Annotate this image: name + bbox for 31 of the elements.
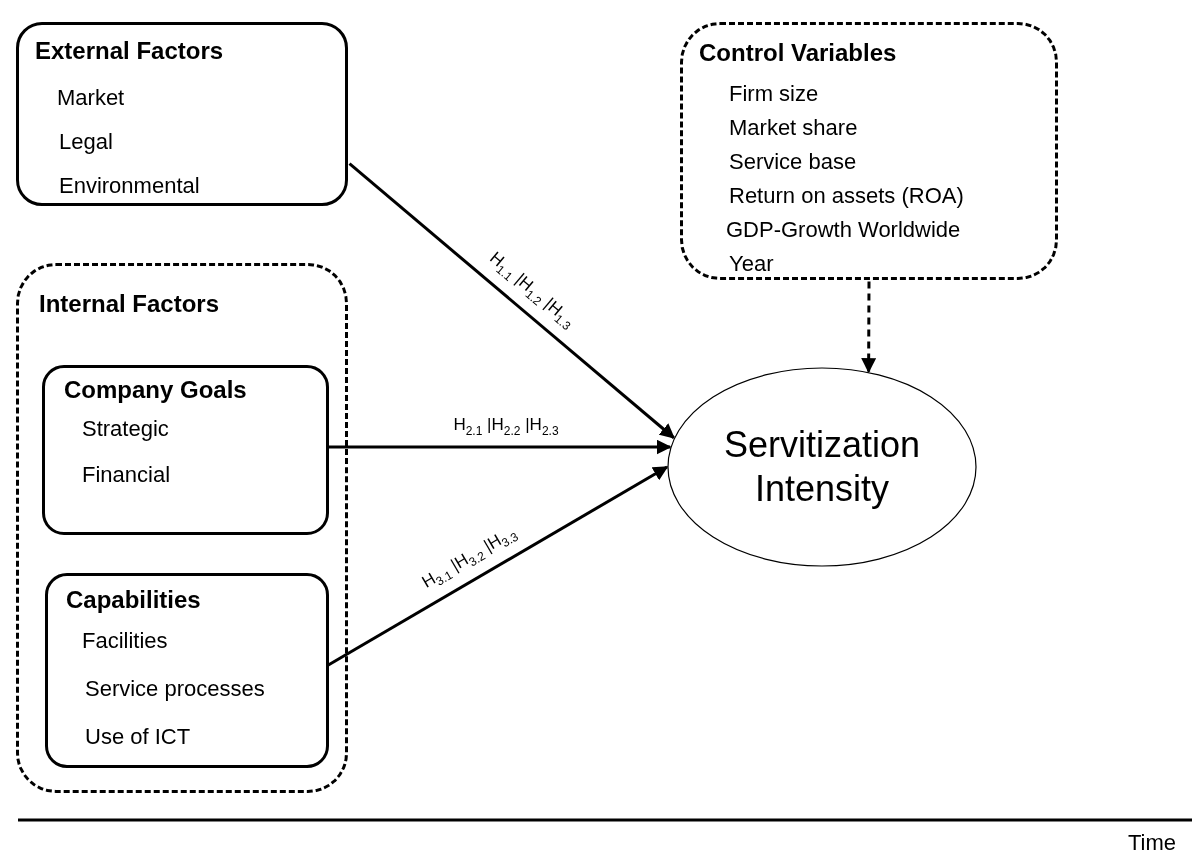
box-heading: Control Variables [699,39,897,67]
list-item: Financial [82,462,171,488]
list-item: Return on assets (ROA) [729,183,964,209]
box-heading: External Factors [35,37,224,65]
box-heading: Company Goals [64,376,247,404]
list-item: Market share [729,115,858,141]
list-item: Environmental [59,173,200,199]
rounded-box [16,22,348,206]
list-item: Service processes [85,676,265,702]
list-item: Service base [729,149,857,175]
edge-label: H$_{2.1}$ |H$_{2.2}$ |H$_{2.3}$ [451,416,561,438]
dashed-group-box [16,263,348,793]
axis-label: Time [1128,830,1177,854]
list-item: GDP-Growth Worldwide [726,217,961,243]
list-item: Legal [59,129,113,155]
list-item: Facilities [82,628,168,654]
list-item: Year [729,251,774,277]
list-item: Use of ICT [85,724,191,750]
list-item: Market [57,85,125,111]
arrow [861,281,877,374]
box-heading: Internal Factors [39,290,220,318]
rounded-box [42,365,329,535]
arrow [327,439,672,455]
dashed-group-box [680,22,1058,280]
rounded-box [45,573,329,768]
ellipse-node [667,367,977,567]
node-title: Servitization Intensity [722,423,922,511]
box-heading: Capabilities [66,586,201,614]
arrow [348,162,675,439]
list-item: Firm size [729,81,819,107]
list-item: Strategic [82,416,169,442]
